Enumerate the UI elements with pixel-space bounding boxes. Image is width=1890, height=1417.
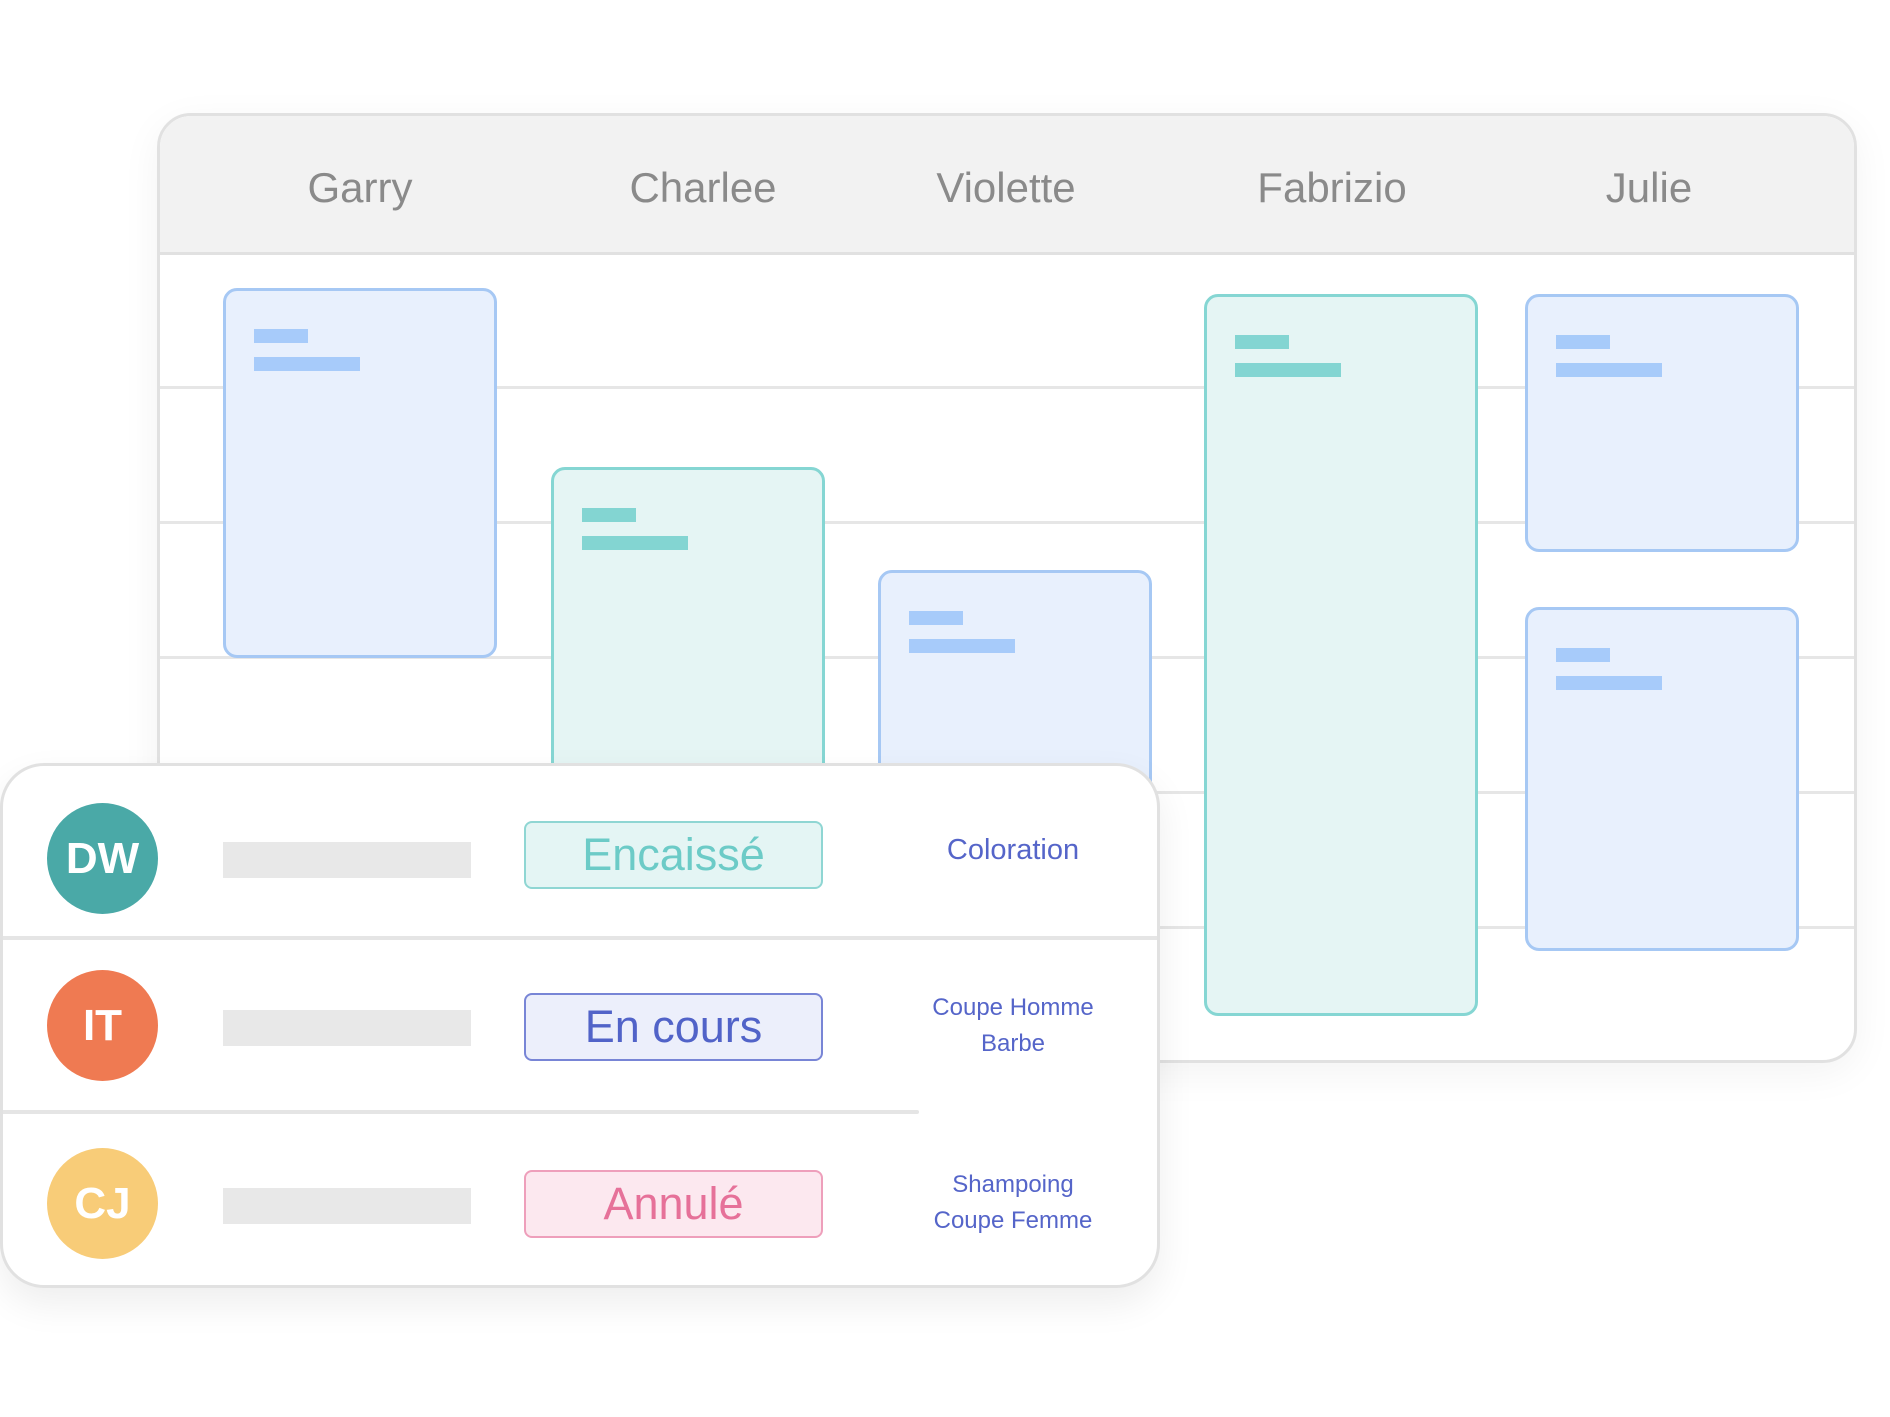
status-badge-paid: Encaissé xyxy=(524,821,823,889)
appointment-block-julie-2[interactable] xyxy=(1525,607,1799,951)
appointment-title-placeholder xyxy=(1556,648,1610,662)
appointment-title-placeholder xyxy=(1235,335,1289,349)
status-label: Annulé xyxy=(603,1178,744,1229)
bookings-list: DW Encaissé Coloration IT En cours Coupe… xyxy=(0,763,1160,1288)
appointment-detail-placeholder xyxy=(1556,676,1662,690)
appointment-block-fabrizio[interactable] xyxy=(1204,294,1478,1016)
appointment-title-placeholder xyxy=(1556,335,1610,349)
row-divider xyxy=(3,1110,919,1114)
appointment-detail-placeholder xyxy=(1556,363,1662,377)
service-name: Coupe Femme xyxy=(933,1207,1093,1234)
staff-column-violette[interactable]: Violette xyxy=(936,164,1076,211)
service-name: Barbe xyxy=(980,1030,1046,1057)
status-label: En cours xyxy=(584,1001,763,1052)
staff-column-garry[interactable]: Garry xyxy=(307,164,413,211)
status-badge-cancelled: Annulé xyxy=(524,1170,823,1238)
staff-column-charlee[interactable]: Charlee xyxy=(629,164,777,211)
appointment-detail-placeholder xyxy=(909,639,1015,653)
service-list: Coupe Homme Barbe xyxy=(883,990,1143,1062)
appointment-block-julie-1[interactable] xyxy=(1525,294,1799,552)
appointment-title-placeholder xyxy=(909,611,963,625)
client-name-placeholder xyxy=(223,1188,471,1224)
avatar: DW xyxy=(47,803,158,914)
service-list: Coloration xyxy=(883,832,1143,868)
client-name-placeholder xyxy=(223,1010,471,1046)
service-name: Shampoing xyxy=(952,1171,1074,1198)
staff-column-fabrizio[interactable]: Fabrizio xyxy=(1257,164,1407,211)
calendar-header: Garry Charlee Violette Fabrizio Julie xyxy=(160,116,1854,255)
avatar: IT xyxy=(47,970,158,1081)
avatar-initials: DW xyxy=(65,833,140,883)
avatar-initials: CJ xyxy=(74,1178,131,1228)
appointment-detail-placeholder xyxy=(1235,363,1341,377)
service-name: Coupe Homme xyxy=(932,994,1094,1021)
appointment-title-placeholder xyxy=(254,329,308,343)
status-badge-in-progress: En cours xyxy=(524,993,823,1061)
appointment-block-garry[interactable] xyxy=(223,288,497,658)
time-slot-line xyxy=(160,386,1854,389)
appointment-detail-placeholder xyxy=(582,536,688,550)
row-divider xyxy=(3,936,1157,940)
client-name-placeholder xyxy=(223,842,471,878)
appointment-title-placeholder xyxy=(582,508,636,522)
status-label: Encaissé xyxy=(582,829,765,880)
staff-column-julie[interactable]: Julie xyxy=(1605,164,1693,211)
booking-row[interactable]: DW Encaissé Coloration xyxy=(3,766,1157,936)
booking-row[interactable]: CJ Annulé Shampoing Coupe Femme xyxy=(3,1114,1157,1285)
booking-row[interactable]: IT En cours Coupe Homme Barbe xyxy=(3,940,1157,1110)
time-slot-line xyxy=(160,521,1854,524)
service-name: Coloration xyxy=(946,834,1080,866)
service-list: Shampoing Coupe Femme xyxy=(883,1167,1143,1239)
avatar-initials: IT xyxy=(82,1000,123,1050)
appointment-detail-placeholder xyxy=(254,357,360,371)
avatar: CJ xyxy=(47,1148,158,1259)
